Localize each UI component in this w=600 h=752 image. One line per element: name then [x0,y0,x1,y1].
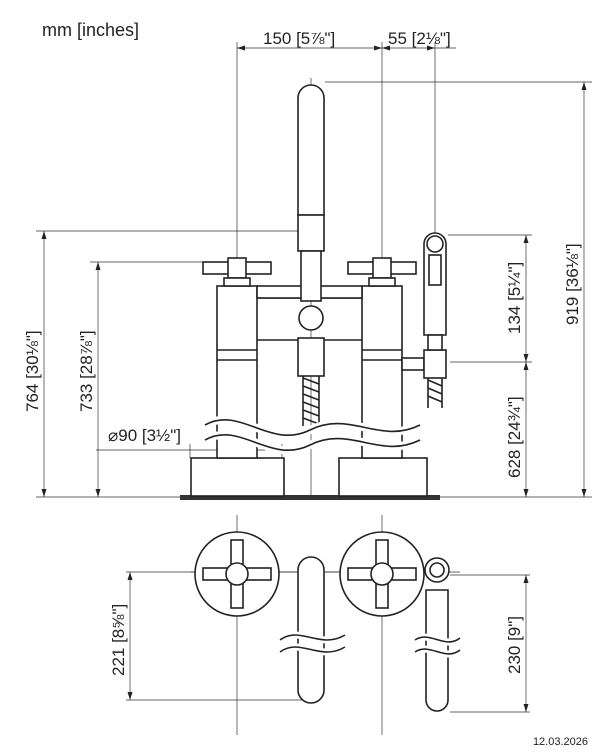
dimension-arrows [41,45,587,712]
faucet-plan-view [194,531,463,712]
left-base [190,457,285,497]
dim-628: 628 [24¾"] [505,396,524,478]
units-label: mm [inches] [42,20,140,40]
drawing-date: 12.03.2026 [532,736,588,748]
diverter-knob [298,305,324,331]
hand-shower [401,232,447,408]
dim-764: 764 [30⅛"] [23,330,42,412]
dim-diameter: ⌀90 [3½"] [108,426,181,445]
dim-919: 919 [36⅛"] [563,243,582,325]
dim-55: 55 [2⅛"] [388,29,451,48]
left-cross-handle [202,257,272,287]
right-cross-handle [347,257,417,287]
right-base [338,457,428,497]
dim-150: 150 [5⅞"] [263,29,335,48]
dim-134: 134 [5¼"] [505,262,524,334]
dim-733: 733 [28⅞"] [77,330,96,412]
dim-230: 230 [9"] [505,616,524,674]
spout [297,84,325,216]
faucet-elevation [180,84,447,500]
dim-221: 221 [8⅝"] [109,604,128,676]
